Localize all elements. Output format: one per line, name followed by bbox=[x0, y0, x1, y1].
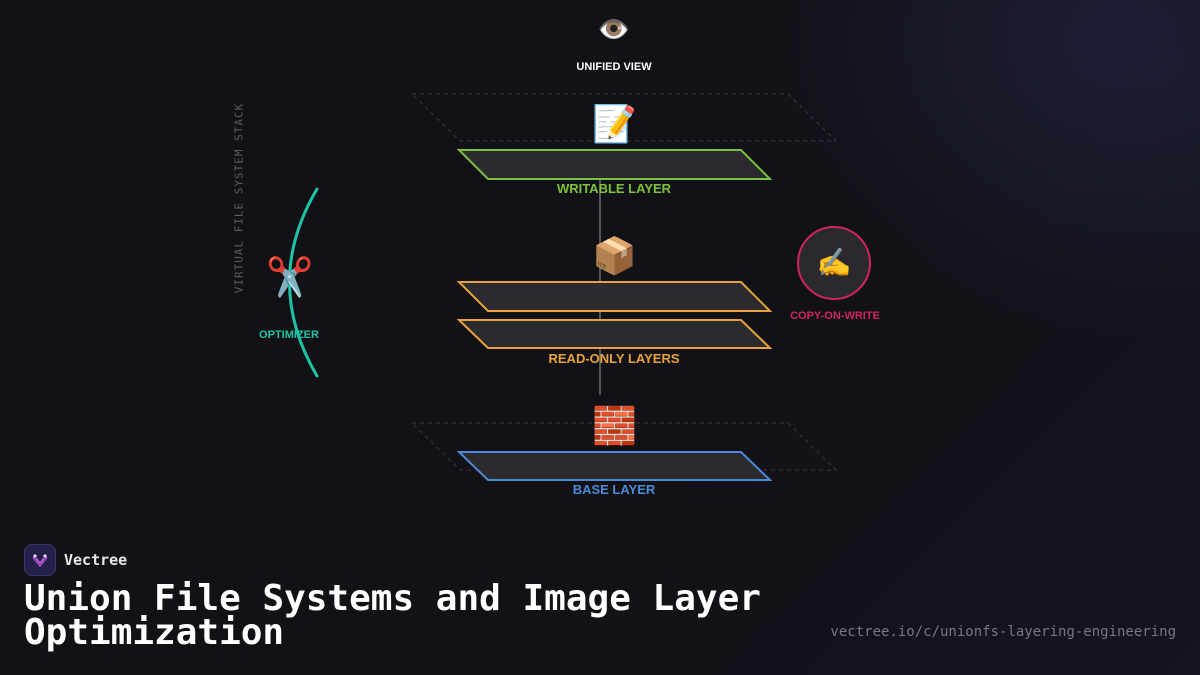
eye-icon: 👁️ bbox=[597, 15, 631, 45]
optimizer-label: OPTIMIZER bbox=[259, 329, 319, 341]
brand: Vectree bbox=[24, 544, 127, 576]
page-title: Union File Systems and Image Layer Optim… bbox=[24, 578, 761, 653]
brick-icon: 🧱 bbox=[592, 406, 637, 447]
unified-view-label: UNIFIED VIEW bbox=[576, 61, 652, 73]
readonly-layer-plane-lower bbox=[456, 319, 773, 349]
readonly-layers-label: READ-ONLY LAYERS bbox=[548, 351, 680, 366]
readonly-layer-plane-upper bbox=[456, 281, 773, 312]
memo-icon: 📝 bbox=[592, 104, 637, 145]
writing-hand-icon: ✍️ bbox=[816, 246, 852, 279]
vfs-stack-label: VIRTUAL FILE SYSTEM STACK bbox=[232, 102, 246, 294]
vectree-logo-icon bbox=[24, 544, 56, 576]
optimizer-arc bbox=[288, 187, 319, 378]
base-layer-label: BASE LAYER bbox=[572, 482, 656, 497]
writable-layer-plane bbox=[456, 149, 773, 180]
base-shadow-plane bbox=[410, 422, 838, 471]
scissors-icon: ✂️ bbox=[266, 255, 314, 299]
brand-name: Vectree bbox=[64, 551, 128, 569]
package-icon: 📦 bbox=[592, 236, 637, 277]
page-url[interactable]: vectree.io/c/unionfs-layering-engineerin… bbox=[830, 624, 1176, 640]
writable-layer-label: WRITABLE LAYER bbox=[556, 181, 672, 196]
base-layer-plane bbox=[456, 451, 773, 481]
copy-on-write-label: COPY-ON-WRITE bbox=[790, 310, 880, 322]
unified-view-plane bbox=[410, 93, 838, 142]
copy-on-write-badge: ✍️ bbox=[797, 226, 871, 300]
